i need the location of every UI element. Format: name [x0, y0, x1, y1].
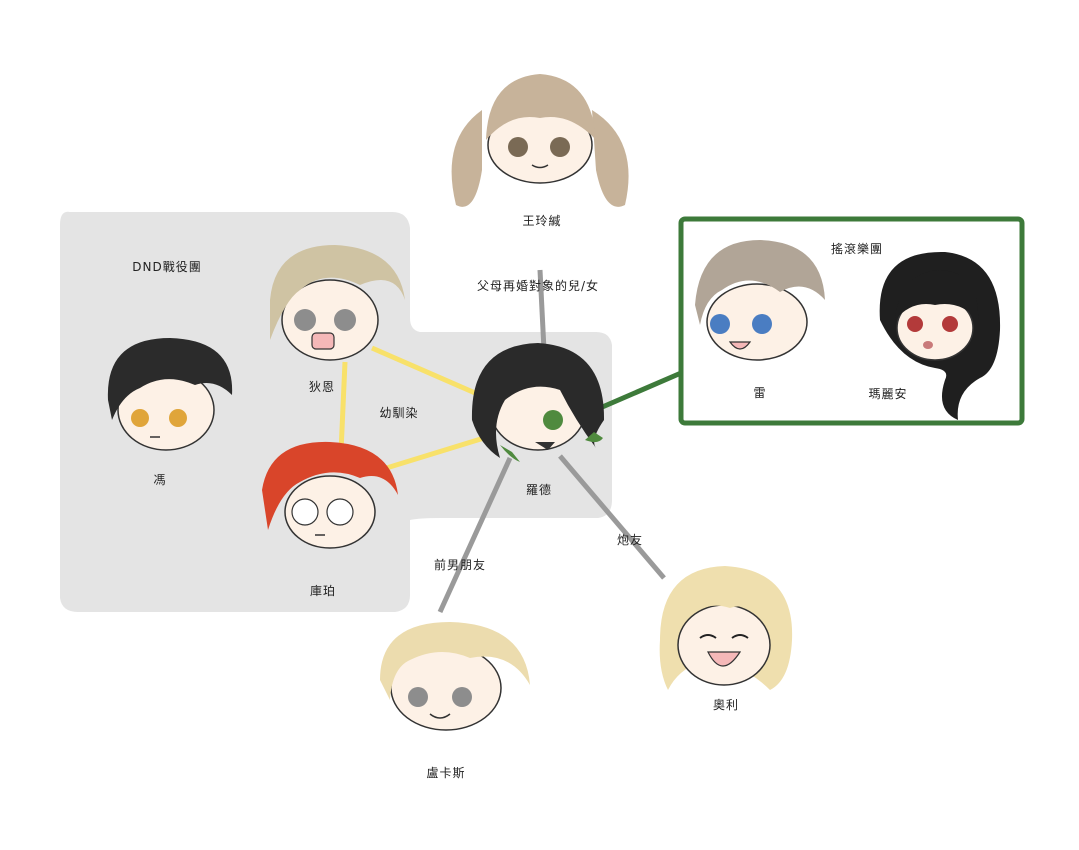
luode-eye	[543, 410, 563, 430]
name-wang: 王玲緘	[522, 214, 562, 228]
feng-eye-left	[131, 409, 149, 427]
character-lei	[695, 240, 825, 361]
feng-hair	[107, 338, 233, 420]
di-eye-left	[294, 309, 316, 331]
band-group-frame	[678, 216, 1025, 426]
character-kubo	[262, 441, 398, 549]
lei-eye-left	[710, 314, 730, 334]
lukas-hair	[380, 622, 530, 700]
lei-mouth	[728, 341, 752, 350]
name-di: 狄恩	[308, 380, 336, 394]
luode-mouth	[535, 442, 555, 450]
character-maria	[879, 251, 1001, 420]
dnd-group-panel	[60, 211, 612, 612]
ao-face	[677, 604, 771, 686]
relation-childhood-label: 幼馴染	[379, 406, 419, 420]
kubo-hair	[262, 441, 398, 530]
relation-fwb-label: 炮友	[616, 533, 644, 547]
relation-step-label: 父母再婚對象的兒/女	[476, 279, 600, 293]
name-ao: 奧利	[712, 698, 740, 712]
lukas-eye-right	[452, 687, 472, 707]
wang-mouth	[531, 164, 549, 169]
lei-hair	[695, 240, 825, 325]
edge-luode-lukas	[437, 456, 513, 614]
edge-luode-band	[599, 370, 682, 411]
ao-eye-right	[731, 634, 749, 639]
lei-eye-right	[752, 314, 772, 334]
di-hair	[270, 245, 405, 340]
character-ao	[659, 566, 793, 690]
wang-hair	[486, 74, 596, 140]
edge-di-kubo	[338, 361, 348, 453]
maria-eye-right	[942, 316, 958, 332]
edge-di-luode	[371, 345, 483, 399]
dnd-group-label: DND戰役團	[132, 260, 202, 274]
di-eye-right	[334, 309, 356, 331]
character-lukas	[380, 622, 530, 731]
ao-bangs	[678, 585, 772, 630]
edge-kubo-luode	[379, 435, 485, 473]
name-kubo: 庫珀	[309, 584, 337, 598]
name-lei: 雷	[753, 386, 767, 400]
maria-mouth	[923, 341, 933, 349]
relation-ex-label: 前男朋友	[433, 558, 487, 572]
di-face	[281, 279, 379, 361]
name-feng: 馮	[153, 473, 167, 487]
character-wang	[451, 74, 629, 207]
character-di	[270, 245, 405, 361]
wang-eye-left	[508, 137, 528, 157]
ao-eye-left	[699, 634, 717, 639]
name-maria: 瑪麗安	[868, 387, 908, 401]
maria-bangs	[895, 270, 979, 320]
wang-hair-tail-left	[451, 110, 482, 207]
edge-wang-luode	[537, 269, 547, 351]
lukas-eye-left	[408, 687, 428, 707]
character-feng	[107, 338, 233, 451]
feng-eye-right	[169, 409, 187, 427]
wang-eye-right	[550, 137, 570, 157]
luode-hair	[471, 343, 605, 458]
name-lukas: 盧卡斯	[426, 766, 466, 780]
wang-hair-tail-right	[592, 110, 629, 207]
band-group-label: 搖滾樂團	[830, 242, 884, 256]
kubo-glasses-right	[326, 498, 354, 526]
maria-eye-left	[907, 316, 923, 332]
edge-luode-ao	[558, 454, 666, 580]
name-luode: 羅德	[525, 483, 553, 497]
di-mouth	[311, 332, 335, 350]
luode-hair-tips	[500, 432, 603, 462]
character-luode	[471, 343, 605, 462]
lukas-mouth	[429, 713, 451, 719]
ao-mouth	[707, 651, 742, 667]
kubo-glasses-left	[291, 498, 319, 526]
